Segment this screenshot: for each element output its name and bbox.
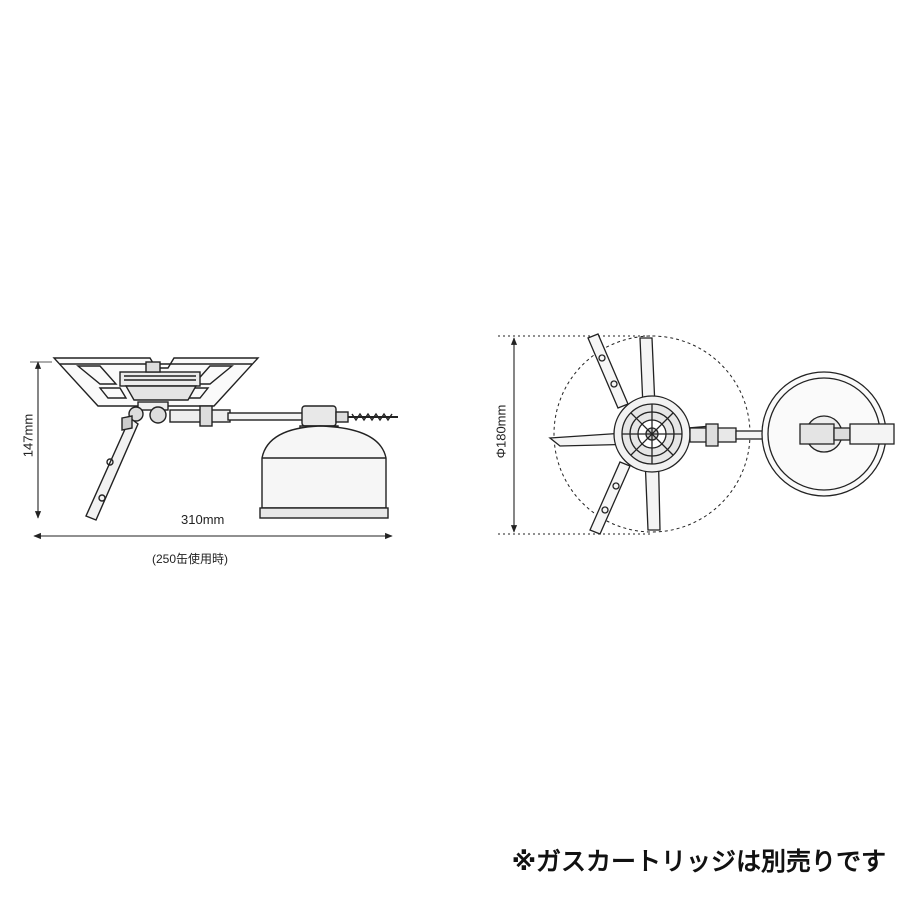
gas-canister-icon (761, 371, 895, 497)
height-dimension-label: 147mm (20, 413, 36, 458)
dimension-lines-side (30, 361, 393, 540)
width-note-label: (250缶使用時) (152, 552, 229, 566)
width-dimension-label: 310mm (181, 512, 225, 527)
diameter-dimension-label: Φ180mm (493, 404, 509, 459)
stove-side-view-icon (52, 357, 398, 521)
stove-top-view-icon (498, 333, 803, 535)
footnote-text: ※ガスカートリッジは別売りです (511, 847, 886, 876)
